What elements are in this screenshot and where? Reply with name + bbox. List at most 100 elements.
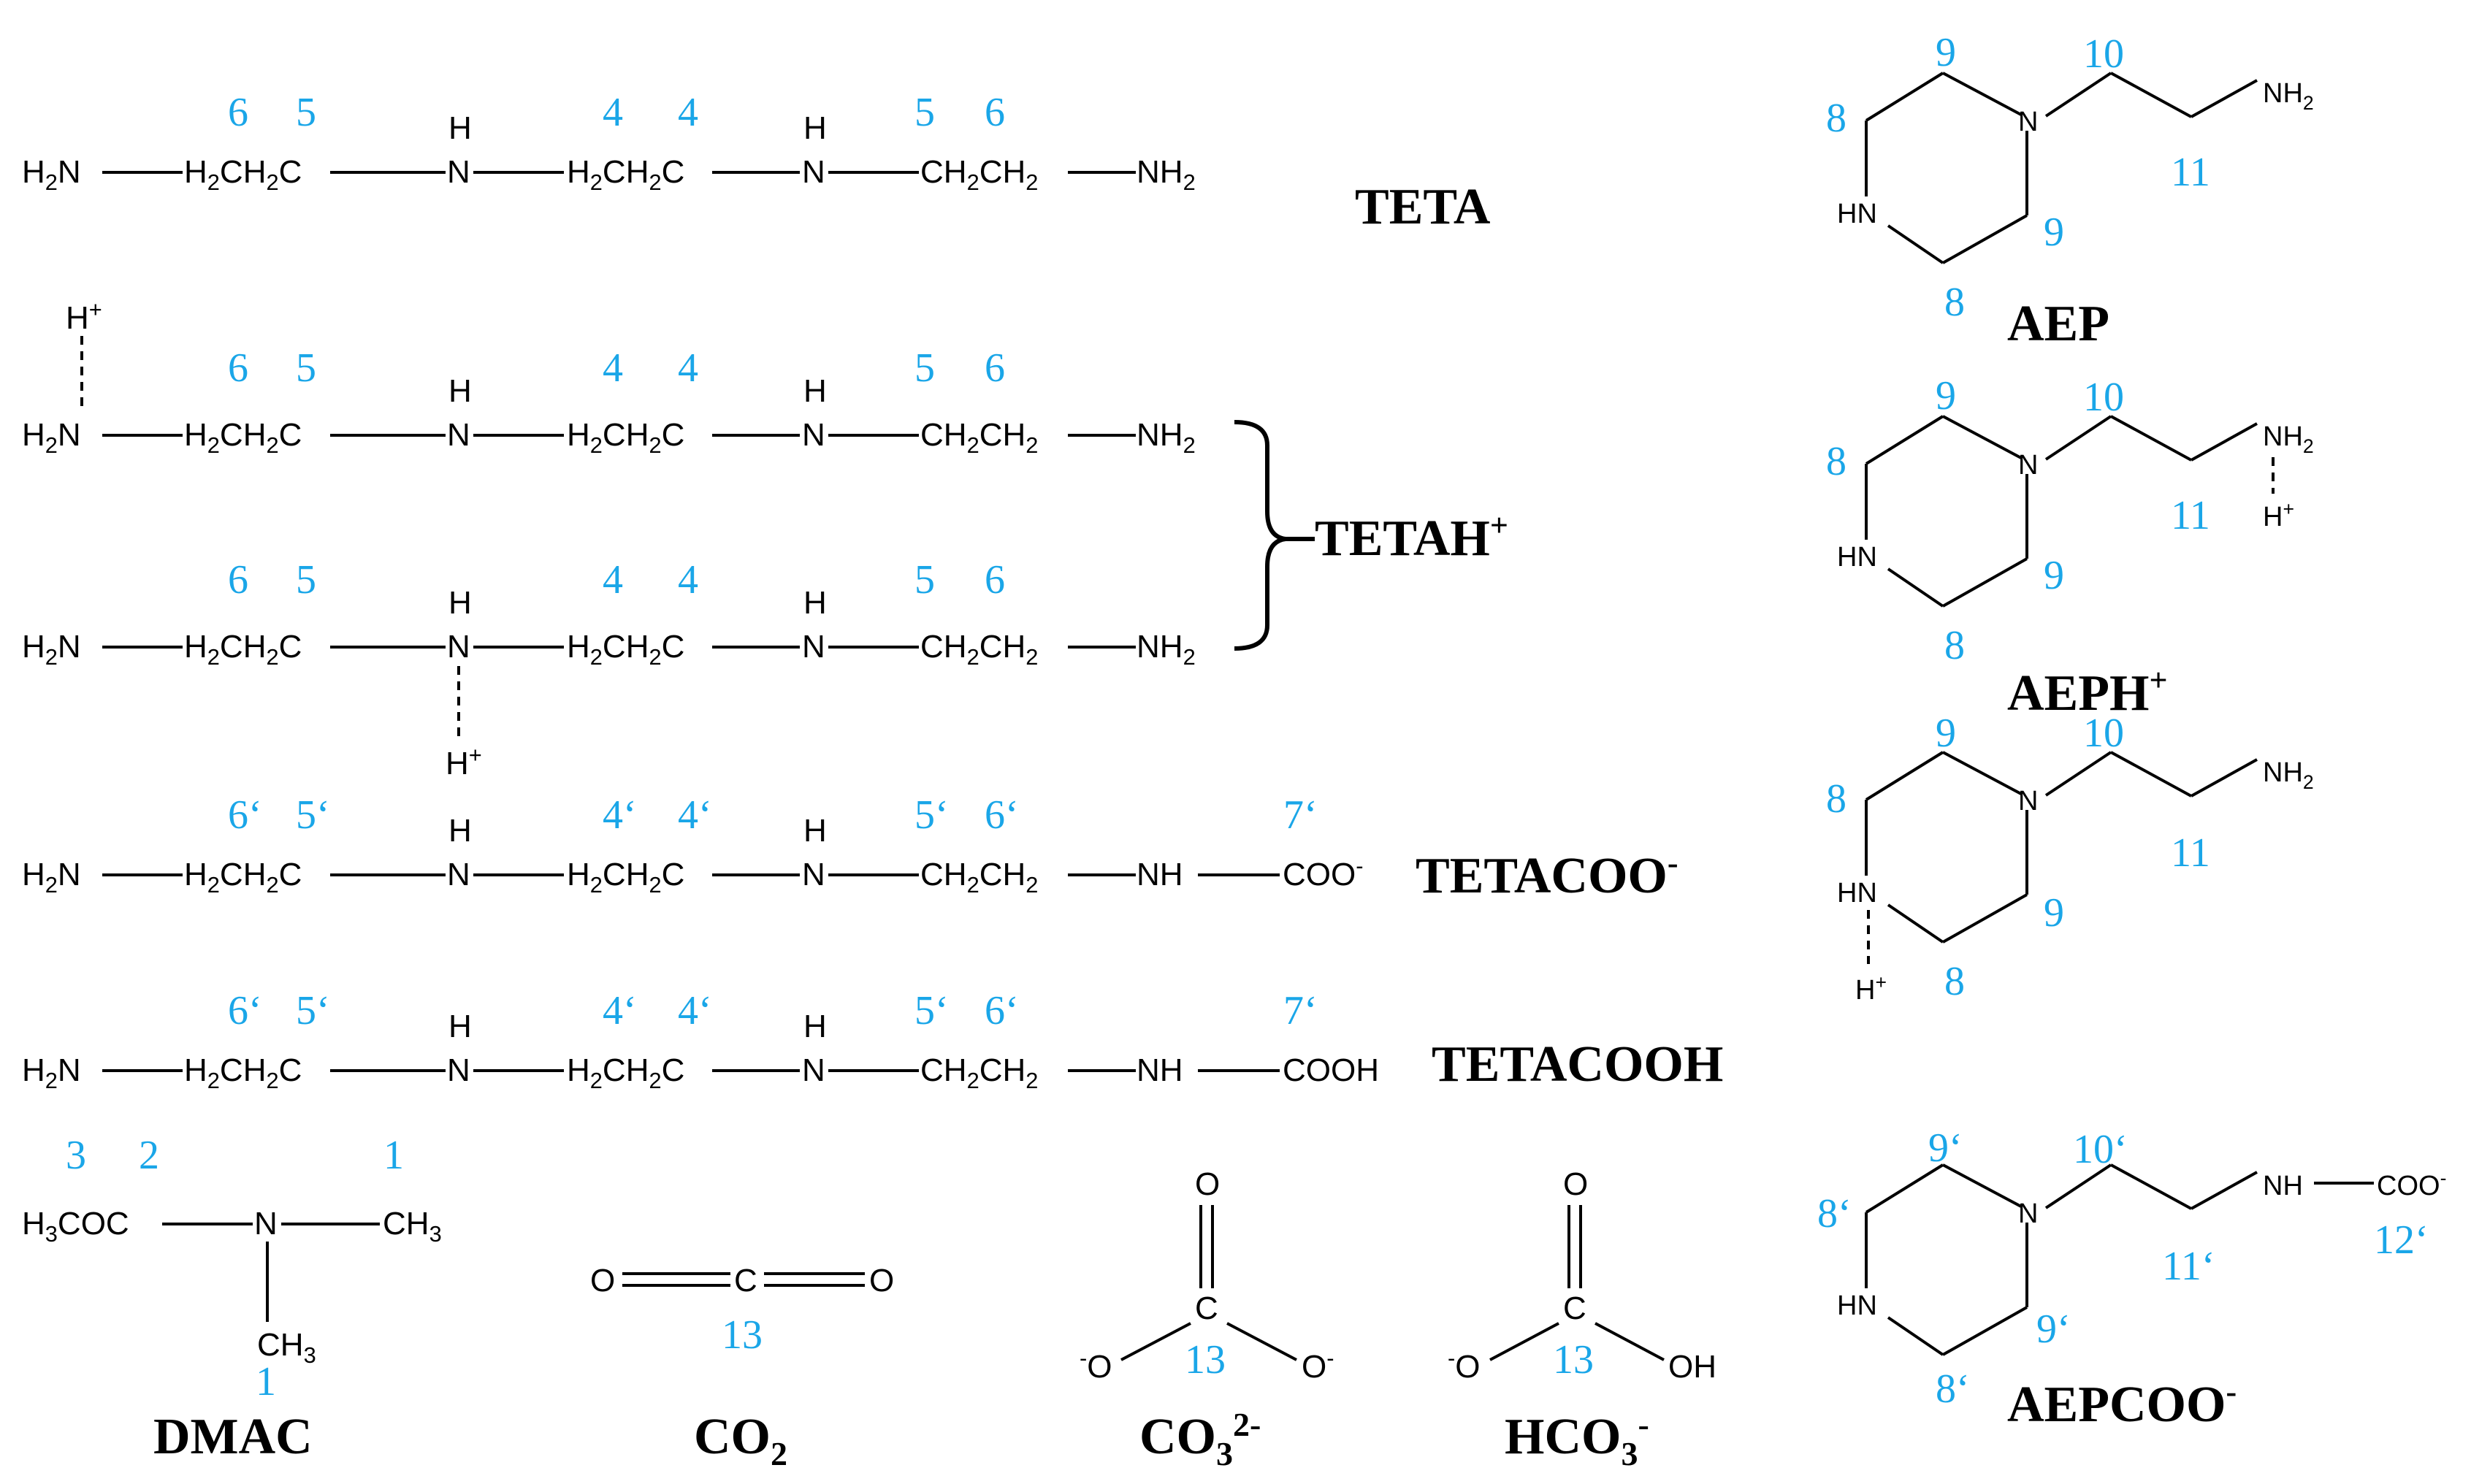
aeph-nh2: NH2 [2263,421,2314,457]
teta-structure: H2N H2CH2C H N H2CH2C H N CH2CH2 NH2 6 5… [22,90,1491,235]
teta-locant: 4 [603,90,623,135]
tetah2-h2ch2c-2: H2CH2C [567,629,684,670]
tetah-brace-group: TETAH+ [1234,420,1508,651]
hco3-o-top: O [1563,1166,1588,1202]
tetah2-locant: 4 [678,557,698,603]
tetacooh-h2ch2c: H2CH2C [184,1052,302,1093]
teta-nh-h1: H [448,110,472,146]
tetah2-nh-h1: H [448,585,472,621]
aep-nh2: NH2 [2263,78,2314,114]
tetacoo-coo: COO- [1283,853,1364,892]
aeph-hplus: H+ [2263,498,2294,532]
aeph-ring-structure-hn: HN [1837,878,1877,909]
aep-locant: 8 [1944,280,1965,325]
tetah2-h2n: H2N [22,629,81,670]
tetacoo-locant: 5‘ [296,792,330,838]
aep-locant: 9 [2044,210,2064,255]
dmac-structure: 3 2 1 H3COC N CH3 CH3 1 DMAC [22,1133,442,1465]
tetacoo-locant: 7‘ [1283,792,1318,838]
teta-n1: N [447,154,470,190]
teta-locant: 6 [228,90,248,135]
tetacooh-locant: 4‘ [678,988,712,1033]
tetacoo-locant: 6‘ [228,792,262,838]
aep-locant: 8 [1826,96,1846,141]
hco3-c: C [1563,1290,1586,1326]
aepcoo-locant: 9‘ [2036,1307,2071,1352]
teta-locant: 5 [296,90,316,135]
aep-locant: 11 [2171,150,2210,195]
tetacooh-locant: 7‘ [1283,988,1318,1033]
tetacoo-n2: N [802,857,825,892]
aeph-ring-locant: 9 [1936,711,1956,756]
tetah-nh-h1: H [448,373,472,409]
tetacoo-nh: NH [1137,857,1183,892]
hco3-o-left: -O [1448,1345,1481,1385]
aep-locant: 9 [1936,30,1956,75]
tetacooh-nh: NH [1137,1052,1183,1088]
dmac-locant: 3 [66,1133,86,1178]
aeph-locant: 9 [2044,553,2064,598]
aeph-structure-n: N [2018,450,2038,481]
tetah-brace [1234,420,1286,651]
tetah-h2n: H2N [22,417,81,458]
tetah2-h2ch2c: H2CH2C [184,629,302,670]
aeph-locant: 11 [2171,493,2210,538]
aepcoo-coo: COO- [2377,1167,2446,1201]
dmac-locant: 2 [139,1133,159,1178]
co2-locant: 13 [722,1312,763,1358]
teta-locant: 5 [914,90,935,135]
teta-locant: 6 [985,90,1005,135]
tetah2-locant: 5 [296,557,316,603]
tetah-h2ch2c-2: H2CH2C [567,417,684,458]
aepcoo-locant: 8‘ [1936,1366,1970,1412]
tetah2-nh-h2: H [803,585,827,621]
tetah-nh2: NH2 [1137,417,1196,458]
tetah-locant: 5 [296,345,316,391]
tetacoo-ch2ch2: CH2CH2 [920,857,1038,898]
tetacoo-h2ch2c-2: H2CH2C [567,857,684,898]
aep-label: AEP [2007,296,2109,352]
tetacoo-n1: N [447,857,470,892]
tetacooh-locant: 4‘ [603,988,637,1033]
tetah-hplus-top: H+ [66,297,102,336]
dmac-locant: 1 [256,1359,276,1404]
aeph-ring-nh2: NH2 [2263,757,2314,793]
tetacoo-locant: 6‘ [985,792,1019,838]
tetacoo-locant: 5‘ [914,792,949,838]
tetah-ch2ch2: CH2CH2 [920,417,1038,458]
aepcoo-label: AEPCOO- [2007,1374,2237,1433]
tetacooh-h2ch2c-2: H2CH2C [567,1052,684,1093]
co2-o-left: O [590,1263,615,1298]
aepcoo-locant: 9‘ [1928,1125,1963,1171]
aepcoo-structure-n: N [2018,1198,2038,1229]
aeph-structure-hn: HN [1837,542,1877,573]
aepcoo-locant: 12‘ [2374,1217,2429,1263]
tetah2-locant: 5 [914,557,935,603]
tetah-locant: 4 [603,345,623,391]
aeph-ring-locant: 9 [2044,890,2064,936]
dmac-ch3-right: CH3 [383,1206,442,1247]
tetacooh-structure: H2N H2CH2C H N H2CH2C H N CH2CH2 NH COOH… [22,988,1723,1093]
tetacooh-locant: 6‘ [985,988,1019,1033]
aep-structure-hn: HN [1837,199,1877,229]
tetacooh-cooh: COOH [1283,1052,1379,1088]
tetah-locant: 6 [985,345,1005,391]
co3-o-top: O [1195,1166,1220,1202]
tetacooh-ch2ch2: CH2CH2 [920,1052,1038,1093]
tetacoo-h2n: H2N [22,857,81,898]
tetah2-locant: 4 [603,557,623,603]
teta-h2ch2c: H2CH2C [184,154,302,195]
aepcoo-locant: 8‘ [1817,1191,1852,1236]
tetah-structure-internal: H2N H2CH2C H N H+ H2CH2C H N CH2CH2 NH2 … [22,557,1196,781]
tetah2-n2: N [802,629,825,665]
co2-structure: O C O 13 CO2 [590,1263,894,1472]
tetacooh-label: TETACOOH [1432,1036,1723,1093]
teta-ch2ch2: CH2CH2 [920,154,1038,195]
aeph-ring-locant: 10 [2083,711,2124,756]
hco3-label: HCO3- [1505,1406,1649,1472]
co3-o-left: -O [1080,1345,1112,1385]
teta-h2ch2c-2: H2CH2C [567,154,684,195]
